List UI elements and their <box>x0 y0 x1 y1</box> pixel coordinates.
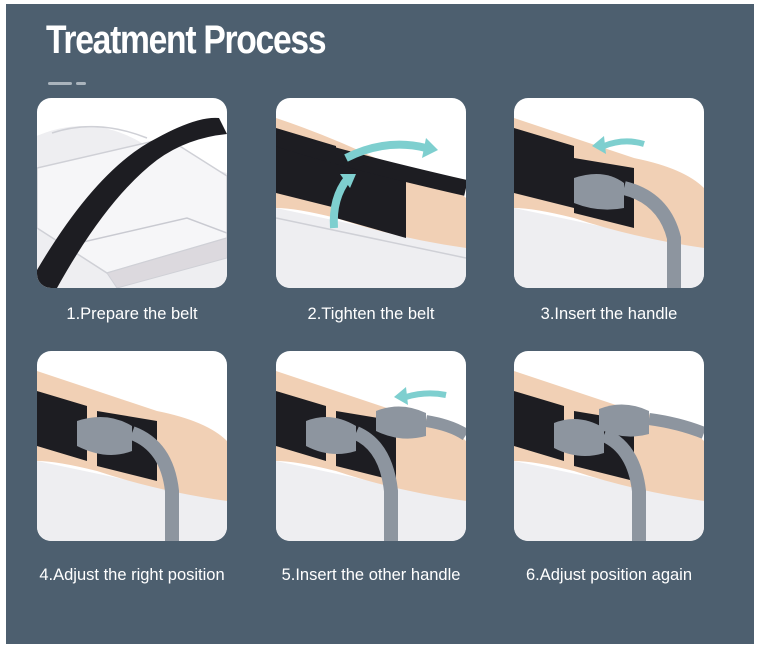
title-underline-dot <box>76 82 86 85</box>
step-6-illustration <box>514 351 704 541</box>
title-underline <box>48 82 72 85</box>
step-2-illustration <box>276 98 466 288</box>
step-2-caption: 2.Tighten the belt <box>307 305 435 323</box>
step-5-caption: 5.Insert the other handle <box>281 566 461 584</box>
step-4-illustration <box>37 351 227 541</box>
step-5-illustration <box>276 351 466 541</box>
belt-icon <box>37 117 227 288</box>
step-1-caption: 1.Prepare the belt <box>66 305 198 323</box>
treatment-panel: Treatment Process 1.Prepare the belt 2 <box>6 4 754 644</box>
step-6-caption: 6.Adjust position again <box>525 566 693 584</box>
handle-icon <box>77 417 132 455</box>
step-4-caption: 4.Adjust the right position <box>39 566 225 584</box>
arrow-icon <box>344 140 427 162</box>
handle-icon <box>574 174 624 210</box>
page-title: Treatment Process <box>46 18 327 62</box>
handle-icon <box>376 406 426 439</box>
step-3-caption: 3.Insert the handle <box>540 305 678 323</box>
step-1-illustration <box>37 98 227 288</box>
handle-icon <box>599 404 649 437</box>
step-3-illustration <box>514 98 704 288</box>
